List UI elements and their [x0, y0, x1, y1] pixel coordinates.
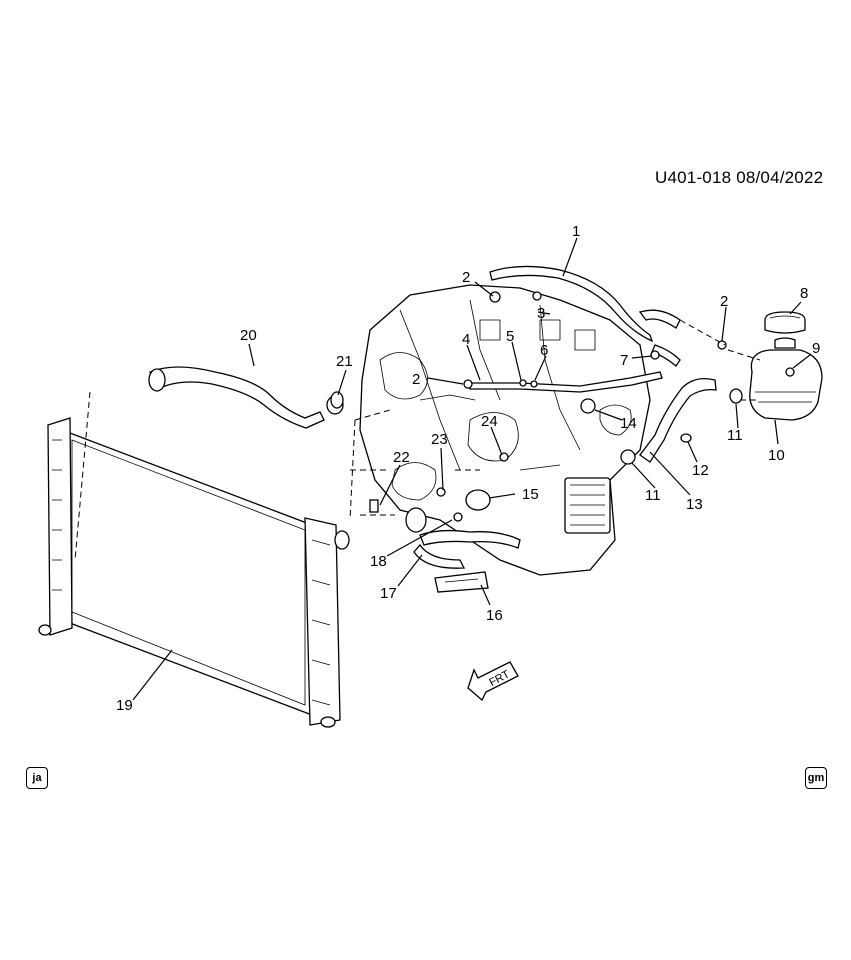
callout-13: 13 [686, 496, 703, 513]
callout-10: 10 [768, 447, 785, 464]
reference-lines [74, 319, 761, 561]
callout-23: 23 [431, 431, 448, 448]
callout-21: 21 [336, 353, 353, 370]
callout-7: 7 [620, 352, 628, 369]
callout-11a: 11 [727, 427, 743, 444]
diagram-reference-id: U401-018 08/04/2022 [655, 168, 824, 187]
callout-17: 17 [380, 585, 397, 602]
leader-lines [132, 237, 811, 701]
callout-2a: 2 [462, 269, 470, 286]
callout-9: 9 [812, 340, 820, 357]
callout-18: 18 [370, 553, 387, 570]
callout-6: 6 [540, 342, 548, 359]
front-direction-arrow: FRT [467, 661, 519, 702]
callout-8: 8 [800, 285, 808, 302]
language-badge: ja [26, 767, 48, 789]
engine-assembly [359, 284, 651, 576]
callout-5: 5 [506, 328, 514, 345]
callout-labels: 1 2 2 2 3 4 5 6 7 8 9 10 11 11 12 13 14 … [116, 223, 820, 714]
surge-tank [749, 311, 823, 421]
callout-24: 24 [481, 413, 498, 430]
radiator-inlet-hose [148, 366, 344, 429]
gm-logo-badge: gm [805, 767, 827, 789]
callout-12: 12 [692, 462, 709, 479]
callout-1: 1 [572, 223, 580, 240]
callout-2b: 2 [720, 293, 728, 310]
small-parts [330, 291, 795, 522]
hose-bracket [434, 571, 489, 593]
callout-19: 19 [116, 697, 133, 714]
upper-hose [489, 265, 681, 343]
callout-22: 22 [393, 449, 410, 466]
callout-2c: 2 [412, 371, 420, 388]
callout-15: 15 [522, 486, 539, 503]
radiator-outlet-hose [405, 489, 521, 569]
callout-14: 14 [620, 415, 637, 432]
callout-11b: 11 [645, 487, 661, 504]
callout-20: 20 [240, 327, 257, 344]
callout-16: 16 [486, 607, 503, 624]
callout-4: 4 [462, 331, 470, 348]
radiator [38, 417, 350, 728]
callout-3: 3 [537, 305, 545, 322]
heater-hose [469, 344, 681, 393]
lower-hose-13 [639, 377, 717, 463]
